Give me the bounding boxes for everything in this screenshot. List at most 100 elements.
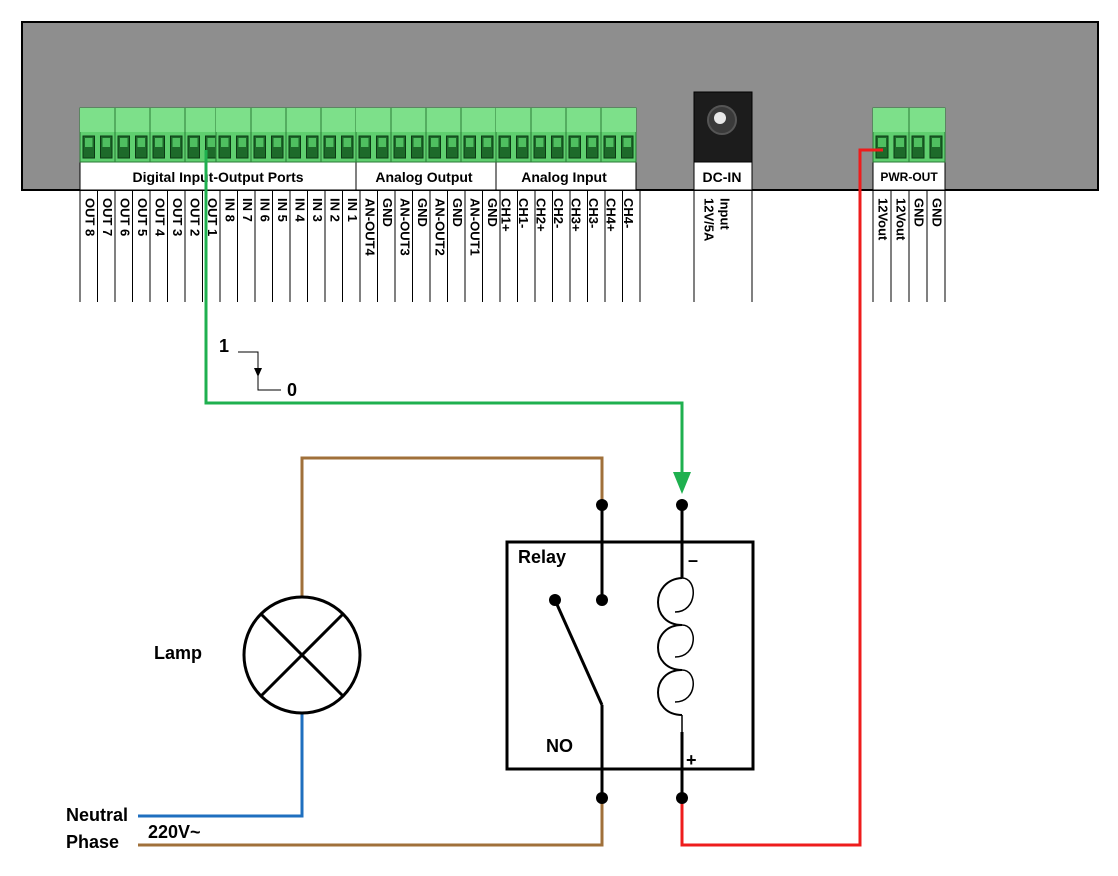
analog-out-pin-label: GND <box>450 198 465 227</box>
pwr-out-pin-label: GND <box>930 198 945 227</box>
power-wire <box>680 148 883 847</box>
pwr-out-pin-label: GND <box>912 198 927 227</box>
digital-in-terminal-screw-head <box>221 138 229 147</box>
lamp-to-relay-wire <box>300 456 604 598</box>
relay-coil <box>657 577 683 716</box>
phase-wire <box>138 798 604 847</box>
analog-out-terminal-screw-head <box>413 138 421 147</box>
digital-pin-label: IN 1 <box>345 198 360 222</box>
analog-in-pin-label: CH3+ <box>568 198 583 232</box>
digital-in-terminal-screw-head <box>343 138 351 147</box>
neutral-wire <box>138 713 304 818</box>
analog-in-pin-label: CH4+ <box>603 198 618 232</box>
analog-in-pin-label: CH1- <box>516 198 531 228</box>
analog-in-terminal-screw-head <box>536 138 544 147</box>
digital-label-strip <box>79 161 357 191</box>
pwr-out-terminal-screw-head <box>914 138 922 147</box>
analog-out-pin-label: AN-OUT4 <box>362 198 377 257</box>
relay-switch-blade <box>553 599 604 706</box>
analog-in-pin-label: CH3- <box>586 198 601 228</box>
digital-pin-label: IN 5 <box>275 198 290 222</box>
digital-pin-label: OUT 2 <box>187 198 202 236</box>
analog-out-terminal-screw-head <box>396 138 404 147</box>
coil-minus-terminal <box>676 499 688 511</box>
signal-wire <box>204 150 684 478</box>
digital-pin-label: IN 8 <box>222 198 237 222</box>
digital-out-terminal-screw-head <box>172 138 180 147</box>
signal-low-label: 0 <box>287 380 297 400</box>
digital-pin-label: IN 4 <box>292 198 307 223</box>
dc-in-pin-label: Input <box>718 198 733 230</box>
digital-pin-label: IN 7 <box>240 198 255 222</box>
digital-out-terminal-screw-head <box>207 138 215 147</box>
analog-out-terminal-screw-head <box>466 138 474 147</box>
pwr-out-header: PWR-OUT <box>880 170 938 184</box>
coil-plus-label: + <box>686 750 697 770</box>
analog-in-terminal-screw-head <box>623 138 631 147</box>
pin-separators <box>79 190 946 302</box>
analog-out-terminal-screw-head <box>448 138 456 147</box>
analog-input-header: Analog Input <box>521 169 607 185</box>
relay-common-contact <box>596 594 608 606</box>
analog-in-pin-label: CH2+ <box>533 198 548 232</box>
no-contact-label: NO <box>546 736 573 756</box>
relay-box <box>505 540 755 771</box>
digital-pin-label: OUT 4 <box>152 198 167 237</box>
pwr-out-label-strip <box>872 161 946 191</box>
digital-pin-label: OUT 8 <box>82 198 97 236</box>
digital-out-terminal-screw-head <box>190 138 198 147</box>
digital-pin-label: OUT 6 <box>117 198 132 236</box>
analog-out-pin-label: AN-OUT3 <box>397 198 412 256</box>
digital-pin-label: OUT 5 <box>135 198 150 236</box>
analog-in-terminal-screw-head <box>571 138 579 147</box>
dc-in-label-strip <box>693 161 753 191</box>
digital-pin-label: IN 3 <box>310 198 325 222</box>
digital-ports-header: Digital Input-Output Ports <box>132 169 303 185</box>
digital-in-terminal-screw-head <box>326 138 334 147</box>
analog-out-pin-label: GND <box>415 198 430 227</box>
analog-out-pin-label: GND <box>485 198 500 227</box>
analog-in-pin-label: CH1+ <box>498 198 513 232</box>
terminal-blocks <box>79 107 946 163</box>
analog-out-terminal-screw-head <box>378 138 386 147</box>
analog-in-label-strip <box>495 161 637 191</box>
phase-label: Phase <box>66 832 119 852</box>
analog-in-pin-label: CH2- <box>551 198 566 228</box>
neutral-label: Neutral <box>66 805 128 825</box>
voltage-label: 220V~ <box>148 822 201 842</box>
digital-pin-label: OUT 3 <box>170 198 185 236</box>
analog-out-pin-label: AN-OUT2 <box>432 198 447 256</box>
digital-out-terminal-screw-head <box>102 138 110 147</box>
analog-out-pin-label: AN-OUT1 <box>467 198 482 256</box>
digital-pin-label: OUT 7 <box>100 198 115 236</box>
analog-out-pin-label: GND <box>380 198 395 227</box>
digital-in-terminal-screw-head <box>308 138 316 147</box>
analog-out-terminal-screw-head <box>431 138 439 147</box>
relay-label: Relay <box>518 547 566 567</box>
signal-high-label: 1 <box>219 336 229 356</box>
relay-coil-loops <box>674 577 694 732</box>
pwr-out-terminal-screw-head <box>896 138 904 147</box>
digital-in-terminal-screw-head <box>273 138 281 147</box>
pwr-out-pin-label: 12Vout <box>894 198 909 241</box>
analog-in-terminal-screw-head <box>501 138 509 147</box>
lamp-cross-b <box>259 612 345 698</box>
analog-output-header: Analog Output <box>375 169 473 185</box>
coil-plus-terminal <box>676 792 688 804</box>
digital-in-terminal-screw-head <box>256 138 264 147</box>
digital-out-terminal-screw-head <box>85 138 93 147</box>
digital-pin-label: IN 6 <box>257 198 272 222</box>
analog-out-terminal-screw-head <box>361 138 369 147</box>
dc-in-header: DC-IN <box>703 169 742 185</box>
relay-switch-pivot <box>549 594 561 606</box>
analog-in-pin-label: CH4- <box>621 198 636 228</box>
relay-no-terminal <box>596 792 608 804</box>
coil-minus-label: – <box>688 550 698 570</box>
pwr-out-terminal-screw-head <box>932 138 940 147</box>
analog-in-terminal-screw-head <box>553 138 561 147</box>
dc-in-pin-label: 12V/5A <box>702 198 717 242</box>
digital-pin-label: OUT 1 <box>205 198 220 236</box>
